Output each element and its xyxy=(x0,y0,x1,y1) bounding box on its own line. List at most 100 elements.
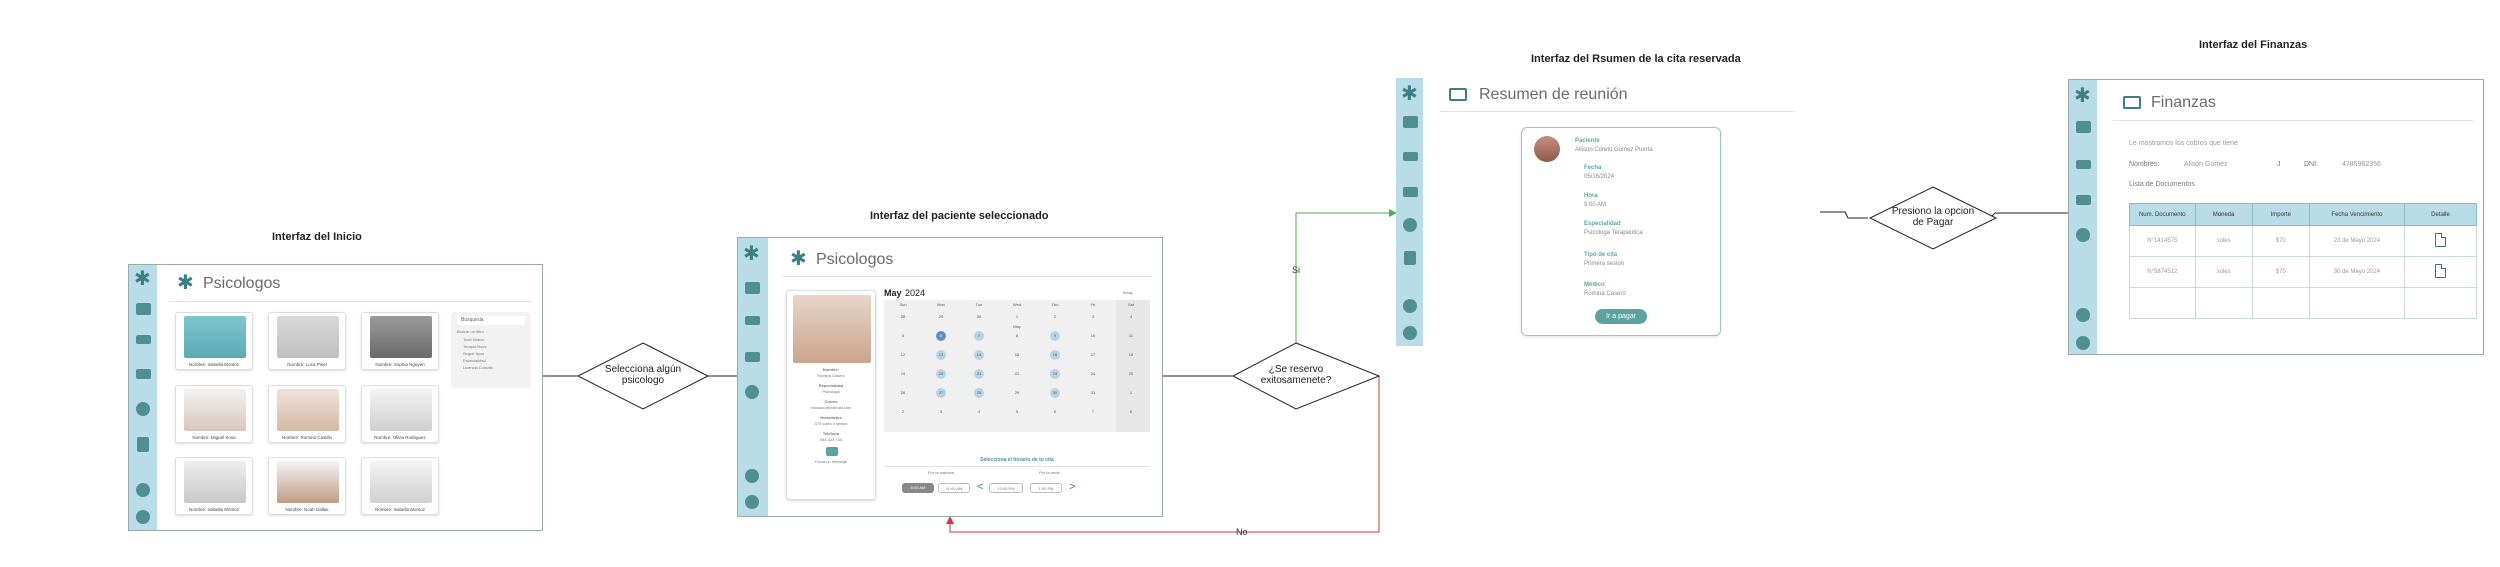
calendar-day[interactable]: 23 xyxy=(1050,369,1060,379)
calendar-day[interactable]: 10 xyxy=(1090,333,1096,338)
calendar-day[interactable]: 28 xyxy=(900,314,906,319)
calendar-day[interactable]: 20 xyxy=(936,369,946,379)
pay-button[interactable]: Ir a pagar xyxy=(1595,309,1647,324)
calendar-day[interactable]: 2 xyxy=(1053,314,1057,319)
calendar-day[interactable]: 12 xyxy=(900,352,906,357)
calendar-day[interactable]: 31 xyxy=(1090,390,1096,395)
document-icon[interactable] xyxy=(1404,251,1416,265)
filter-option[interactable]: Seguir tipos xyxy=(463,351,485,356)
calendar-icon[interactable] xyxy=(1403,116,1418,128)
slot[interactable]: 1:00 PM xyxy=(1030,483,1062,493)
video-icon[interactable] xyxy=(136,335,151,344)
help-icon[interactable] xyxy=(1403,299,1417,313)
slot-selected[interactable]: 8:00 AM xyxy=(902,483,934,493)
money-icon[interactable] xyxy=(2076,228,2090,242)
calendar-day[interactable]: 29 xyxy=(938,314,944,319)
psychologist-card[interactable]: Nombre: Isabella Montoz xyxy=(361,457,439,515)
chat-icon[interactable] xyxy=(2076,195,2091,205)
table-row[interactable]: N°5874512 soles $70 30 de Mayo 2024 xyxy=(2129,256,2477,288)
help-icon[interactable] xyxy=(745,469,759,483)
calendar-day[interactable]: 27 xyxy=(936,388,946,398)
calendar-day[interactable]: 7 xyxy=(974,331,984,341)
help-icon[interactable] xyxy=(2076,308,2090,322)
help-icon[interactable] xyxy=(136,483,150,497)
psychologist-card[interactable]: Nombre: Miguel Sosa xyxy=(175,385,253,443)
filter-option[interactable]: Terapia Nuev xyxy=(463,344,487,349)
filter-option[interactable]: Licencia Colectiv xyxy=(463,365,494,370)
video-icon[interactable] xyxy=(745,316,760,325)
settings-icon[interactable] xyxy=(136,510,150,524)
calendar-day[interactable]: 8 xyxy=(1015,333,1019,338)
calendar-day[interactable]: 19 xyxy=(900,371,906,376)
settings-icon[interactable] xyxy=(2076,336,2090,350)
chat-icon[interactable] xyxy=(745,352,760,362)
calendar-day[interactable]: 7 xyxy=(1091,409,1095,414)
slot[interactable]: 12:00 PM xyxy=(989,483,1023,493)
calendar-day[interactable]: 5 xyxy=(901,333,905,338)
calendar-day[interactable]: 1 May xyxy=(1013,314,1021,329)
money-icon[interactable] xyxy=(136,402,150,416)
summary-card: Paciente Allison Coreto Gomez Puerta Fec… xyxy=(1521,127,1721,336)
calendar-day[interactable]: 15 xyxy=(1014,352,1020,357)
document-icon[interactable] xyxy=(137,437,149,452)
calendar-day[interactable]: 5 xyxy=(1015,409,1019,414)
table-row[interactable]: N°1414575 soles $70 23 de Mayo 2024 xyxy=(2129,225,2477,257)
calendar-day[interactable]: 1 xyxy=(1129,390,1133,395)
calendar-day[interactable]: 9 xyxy=(1050,331,1060,341)
calendar-day[interactable]: 18 xyxy=(1128,352,1134,357)
psychologist-card[interactable]: Nombre: Luca Pinel xyxy=(268,312,346,370)
psychologist-card[interactable]: Nombre: Sophia Nguyen xyxy=(361,312,439,370)
cell: $70 xyxy=(2251,225,2310,257)
calendar-day[interactable]: 17 xyxy=(1090,352,1096,357)
calendar-day[interactable]: 11 xyxy=(1128,333,1134,338)
filter-option[interactable]: Especialidad xyxy=(463,358,486,363)
calendar-day[interactable]: 14 xyxy=(974,350,984,360)
calendar-icon[interactable] xyxy=(745,282,760,294)
psychologist-card[interactable]: Nombre: Isabella Montoz xyxy=(175,312,253,370)
money-icon[interactable] xyxy=(745,385,759,399)
calendar-day[interactable]: 16 xyxy=(1050,350,1060,360)
money-icon[interactable] xyxy=(1403,218,1417,232)
calendar-icon[interactable] xyxy=(2076,121,2091,133)
video-icon[interactable] xyxy=(2076,160,2091,169)
today-button[interactable]: Today xyxy=(1122,290,1133,295)
document-icon[interactable] xyxy=(2435,264,2447,278)
search-input[interactable]: Búsqueda xyxy=(457,316,525,325)
calendar-day[interactable]: 30 xyxy=(976,314,982,319)
calendar-day[interactable]: 4 xyxy=(1129,314,1133,319)
calendar-day[interactable]: 25 xyxy=(1128,371,1134,376)
sidebar: ✱ xyxy=(129,265,157,530)
settings-icon[interactable] xyxy=(745,495,759,509)
calendar-day[interactable]: 3 xyxy=(1091,314,1095,319)
prev-icon[interactable]: < xyxy=(977,481,984,493)
psychologist-card[interactable]: Nombre: Olivia Rodriguez xyxy=(361,385,439,443)
calendar-day[interactable]: 26 xyxy=(900,390,906,395)
psychologist-card[interactable]: Nombre: Noah Dallas xyxy=(268,457,346,515)
filter-option[interactable]: Todo Nuevo xyxy=(463,337,485,342)
settings-icon[interactable] xyxy=(1403,326,1417,340)
calendar-day[interactable]: 4 xyxy=(977,409,981,414)
chat-icon[interactable] xyxy=(136,369,151,379)
calendar-day[interactable]: 28 xyxy=(974,388,984,398)
video-icon[interactable] xyxy=(1403,152,1418,161)
calendar-day[interactable]: 29 xyxy=(1014,390,1020,395)
calendar-day[interactable]: 30 xyxy=(1050,388,1060,398)
calendar-day[interactable]: 13 xyxy=(936,350,946,360)
calendar-day[interactable]: 8 xyxy=(1129,409,1133,414)
calendar-day[interactable]: 6 xyxy=(1053,409,1057,414)
calendar-day[interactable]: 22 xyxy=(1014,371,1020,376)
chat-icon[interactable] xyxy=(826,447,838,456)
logo-icon: ✱ xyxy=(2074,85,2091,107)
chat-icon[interactable] xyxy=(1403,187,1418,197)
calendar-day[interactable]: 3 xyxy=(939,409,943,414)
calendar-day[interactable]: 6 xyxy=(936,331,946,341)
psychologist-card[interactable]: Nombre: Isabella Montoz xyxy=(175,457,253,515)
slot[interactable]: 11:00 AM xyxy=(938,483,970,493)
next-icon[interactable]: > xyxy=(1069,481,1076,493)
calendar-icon[interactable] xyxy=(136,303,151,315)
calendar-day[interactable]: 2 xyxy=(901,409,905,414)
document-icon[interactable] xyxy=(2435,233,2447,247)
calendar-day[interactable]: 21 xyxy=(974,369,984,379)
calendar-day[interactable]: 24 xyxy=(1090,371,1096,376)
psychologist-card[interactable]: Nombre: Romina Castillo xyxy=(268,385,346,443)
